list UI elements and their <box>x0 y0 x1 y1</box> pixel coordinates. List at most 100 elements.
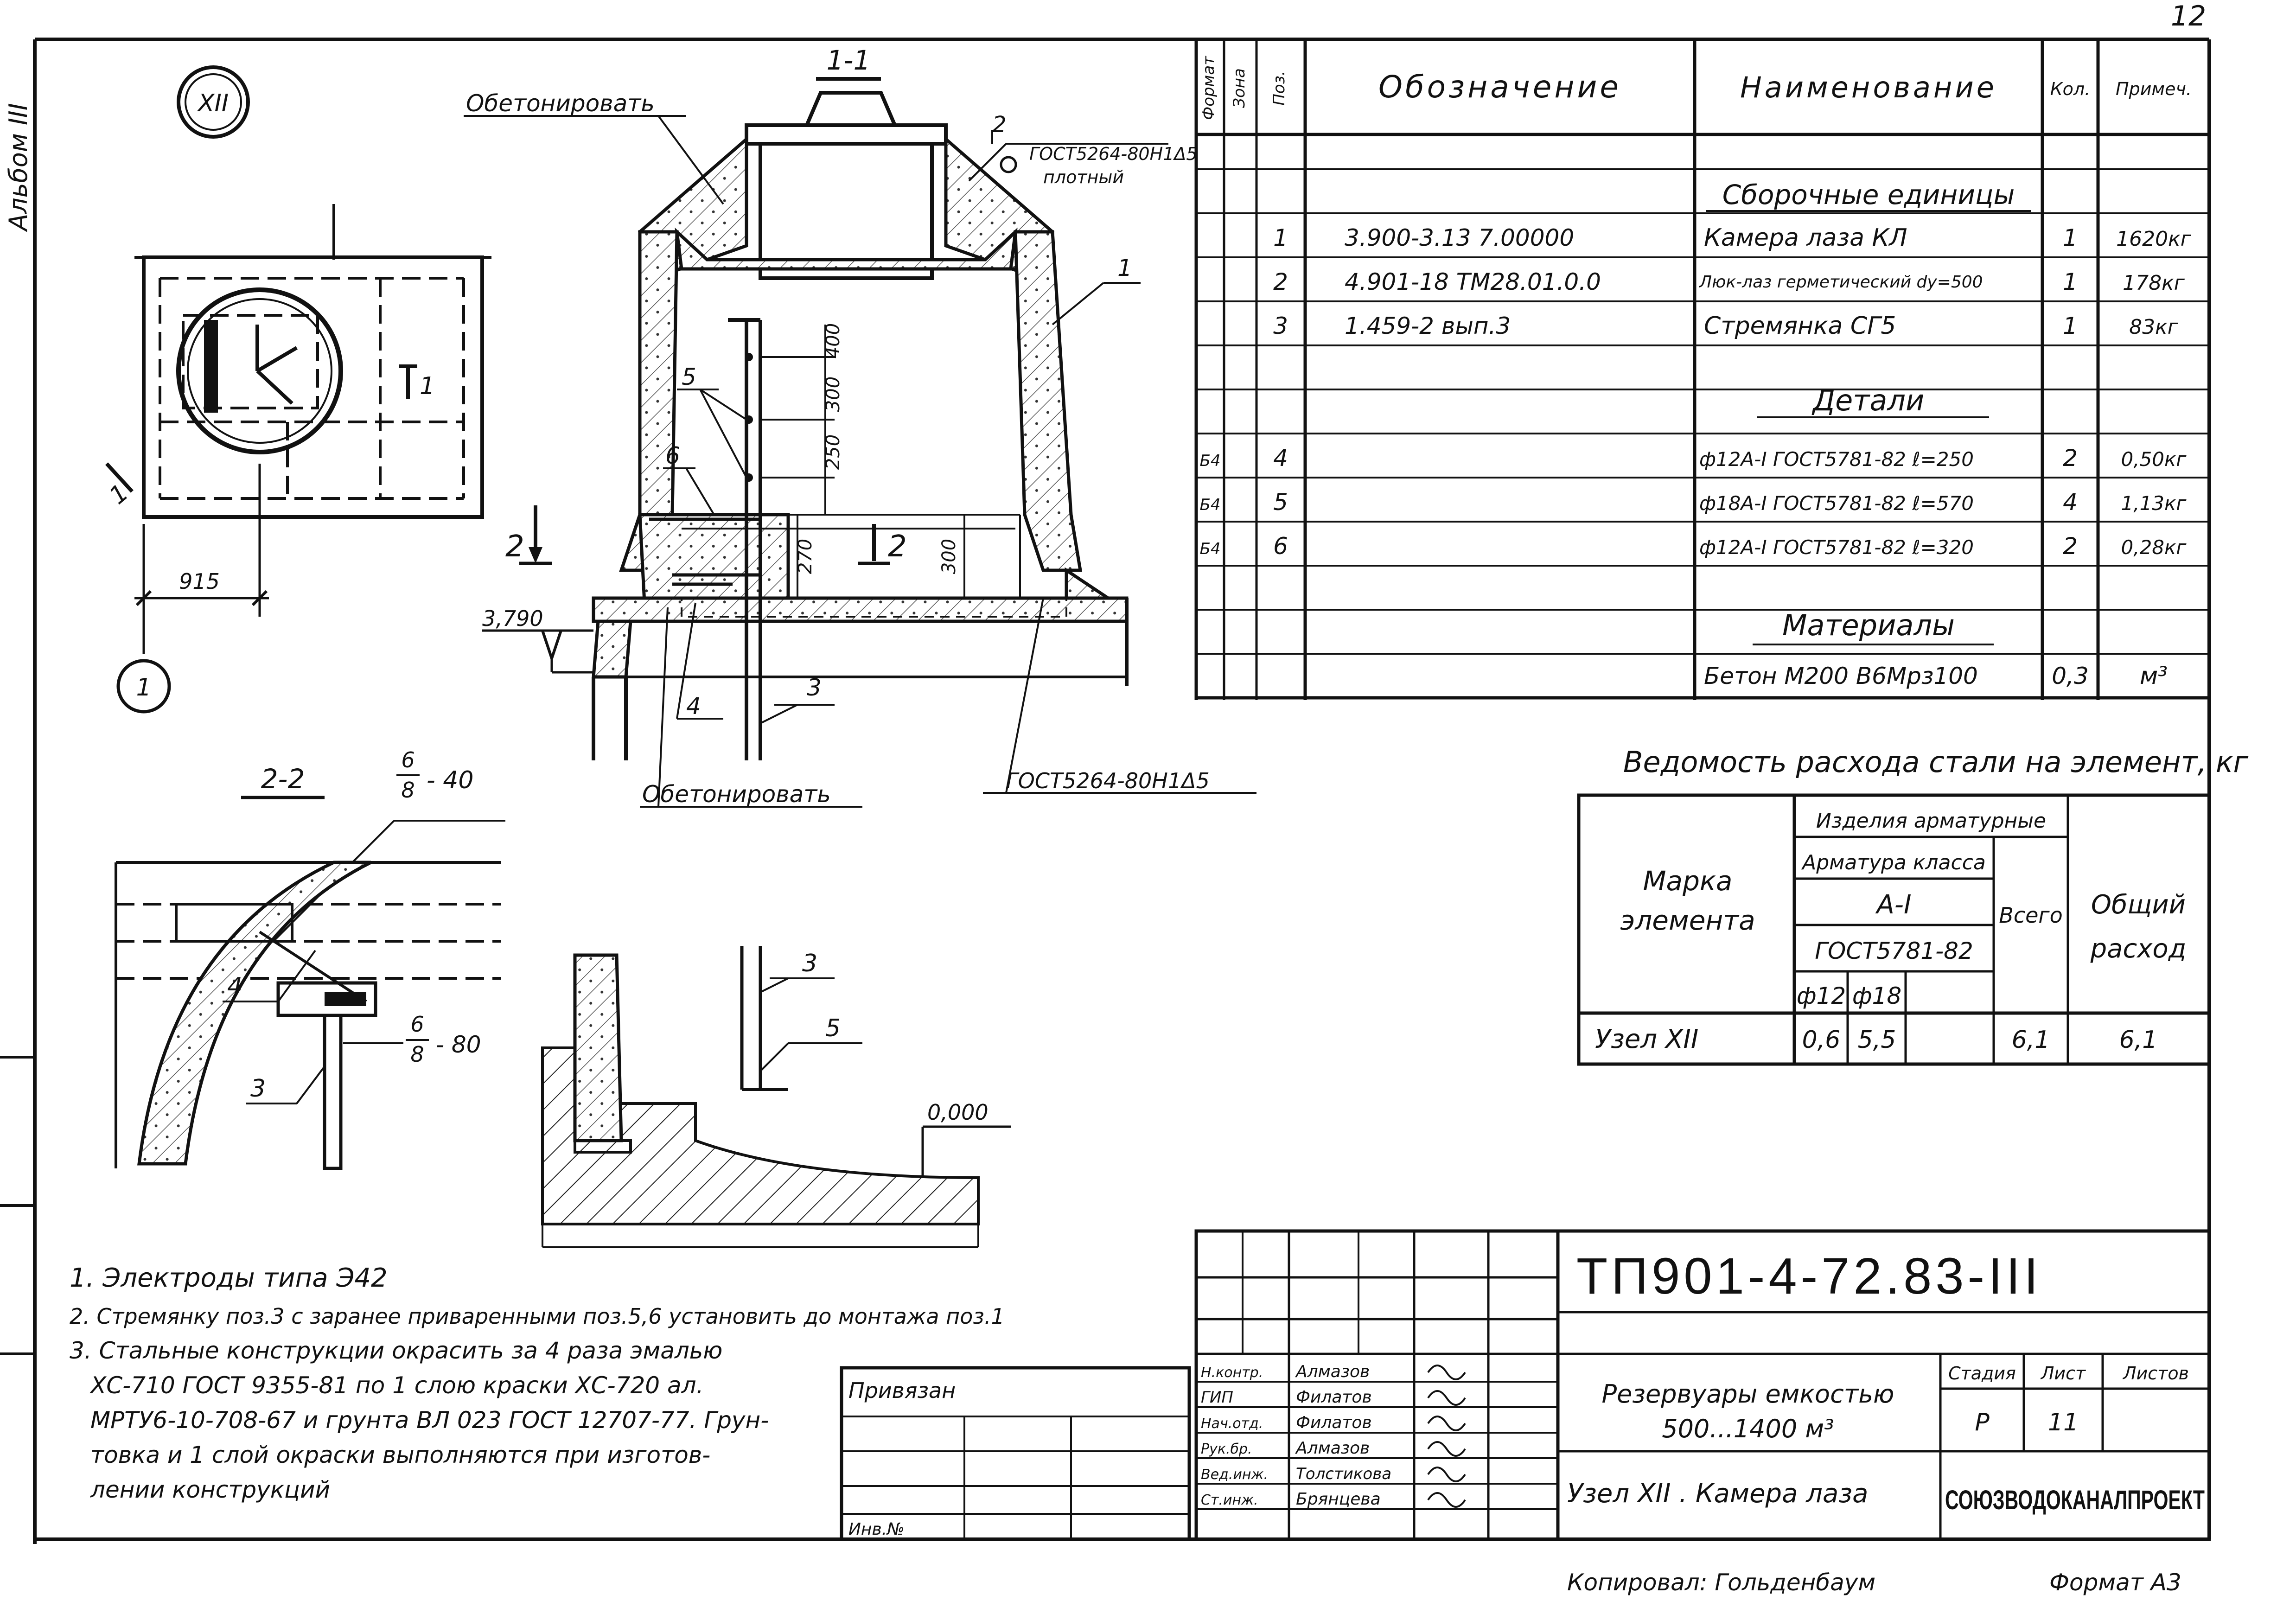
spec-note: м³ <box>2140 662 2168 690</box>
spec-row: Б4 4 ф12А-I ГОСТ5781-82 ℓ=250 2 0,50кг <box>1200 445 2187 472</box>
project-name-2: 500...1400 м³ <box>1662 1414 1834 1443</box>
spec-name: Стремянка СГ5 <box>1704 312 1896 340</box>
specification-table: Формат Зона Поз. Обозначение Наименовани… <box>1194 39 2209 700</box>
note-gost-bottom: ГОСТ5264-80Н1Δ5 <box>1006 768 1210 793</box>
spec-pos: 6 <box>1273 533 1288 560</box>
weld-top-num: 6 <box>401 747 415 772</box>
dim-400: 400 <box>823 323 844 358</box>
detail-view: 3 5 0,000 <box>541 946 1011 1248</box>
note-line: лении конструкций <box>90 1476 330 1503</box>
steel-row-d18: 5,5 <box>1858 1026 1896 1054</box>
dim-300-lower: 300 <box>938 539 960 574</box>
general-notes: 1. Электроды типа Э42 2. Стремянку поз.3… <box>70 1263 1005 1503</box>
steel-row-mark: Узел XII <box>1595 1024 1698 1054</box>
steel-col-mark-2: элемента <box>1620 905 1755 936</box>
plan-section-mark-label-2: 1 <box>104 479 134 510</box>
note-concrete-top: Обетонировать <box>466 90 655 117</box>
callout-1: 1 <box>1117 255 1132 281</box>
title-block: Привязан Инв.№ ТП901-4-72.83-III Н.контр… <box>840 1229 2211 1541</box>
section-details: Детали <box>1811 383 1925 417</box>
spec-pos: 5 <box>1273 489 1288 516</box>
section-1-1-title: 1-1 <box>827 45 871 76</box>
steel-col-gost: ГОСТ5781-82 <box>1815 938 1973 964</box>
role-label: Нач.отд. <box>1201 1416 1263 1432</box>
note-line: товка и 1 слой окраски выполняются при и… <box>90 1442 710 1468</box>
spec-note: 0,50кг <box>2121 448 2187 471</box>
spec-name: Камера лаза КЛ <box>1704 224 1907 252</box>
steel-row: Узел XII 0,6 5,5 6,1 6,1 <box>1595 1024 2157 1054</box>
detail-callout-3: 3 <box>802 950 817 977</box>
callout-2: 2 <box>992 112 1007 138</box>
role-name: Брянцева <box>1296 1490 1381 1509</box>
role-label: Вед.инж. <box>1201 1467 1268 1483</box>
spec-designation: 4.901-18 ТМ28.01.0.0 <box>1345 268 1601 295</box>
spec-qty: 4 <box>2063 489 2078 516</box>
spec-qty: 1 <box>2063 268 2078 295</box>
spec-note: 1620кг <box>2116 227 2192 251</box>
signature-row: Ст.инж. Брянцева <box>1201 1490 1381 1509</box>
stage-label: Стадия <box>1948 1363 2016 1384</box>
note-line: ХС-710 ГОСТ 9355-81 по 1 слою краски ХС-… <box>89 1372 704 1399</box>
role-name: Алмазов <box>1295 1362 1370 1381</box>
steel-col-total: Всего <box>1999 903 2062 928</box>
spec-header-zone: Зона <box>1230 68 1249 108</box>
section-2-2-callout-4: 4 <box>227 973 242 1001</box>
steel-row-overall: 6,1 <box>2119 1026 2158 1054</box>
node-badge-ring <box>177 65 250 139</box>
spec-pos: 3 <box>1273 313 1288 339</box>
section-2-2-title: 2-2 <box>261 763 305 795</box>
bound-label: Привязан <box>848 1378 956 1403</box>
spec-pos: 4 <box>1273 445 1288 472</box>
steel-col-d18: ф18 <box>1852 982 1901 1009</box>
role-name: Алмазов <box>1295 1439 1370 1458</box>
spec-designation: 3.900-3.13 7.00000 <box>1345 224 1574 251</box>
section-1-1: 1-1 <box>464 45 1256 808</box>
sheet-name: Узел XII . Камера лаза <box>1567 1479 1868 1509</box>
spec-row: Б4 6 ф12А-I ГОСТ5781-82 ℓ=320 2 0,28кг <box>1200 533 2187 560</box>
spec-note: 0,28кг <box>2121 536 2187 559</box>
weld-mid-den: 8 <box>410 1042 424 1067</box>
spec-name: ф12А-I ГОСТ5781-82 ℓ=250 <box>1699 448 1974 471</box>
steel-col-overall-1: Общий <box>2091 890 2186 920</box>
section-materials: Материалы <box>1782 608 1955 642</box>
sheet-label: Лист <box>2040 1363 2086 1384</box>
hatch-circle <box>176 287 343 454</box>
spec-header-format: Формат <box>1199 56 1218 120</box>
spec-qty: 1 <box>2063 313 2078 339</box>
section-mark-2-left: 2 <box>505 529 524 564</box>
spec-format: Б4 <box>1200 496 1221 514</box>
spec-note: 178кг <box>2123 271 2185 295</box>
spec-header-pos: Поз. <box>1270 70 1288 105</box>
spec-qty: 2 <box>2063 533 2078 560</box>
role-label: Ст.инж. <box>1201 1492 1258 1508</box>
steel-table-title: Ведомость расхода стали на элемент, кг <box>1623 745 2249 779</box>
spec-row: 1 3.900-3.13 7.00000 Камера лаза КЛ 1 16… <box>1273 224 2192 252</box>
signature-row: ГИП Филатов <box>1201 1388 1372 1407</box>
spec-pos: 1 <box>1273 224 1288 251</box>
steel-col-grade: А-I <box>1875 890 1911 920</box>
weld-top-den: 8 <box>401 778 415 803</box>
spec-header-qty: Кол. <box>2050 79 2091 99</box>
album-label: Альбом III <box>4 103 33 232</box>
plan-dimension-915: 915 <box>179 569 220 594</box>
copied-by: Копировал: Гольденбаум <box>1567 1569 1875 1596</box>
spec-pos: 2 <box>1273 268 1288 295</box>
spec-designation: 1.459-2 вып.3 <box>1345 313 1511 339</box>
role-label: Н.контр. <box>1201 1365 1263 1381</box>
signature-row: Вед.инж. Толстикова <box>1201 1465 1391 1483</box>
weld-mid-len: - 80 <box>436 1031 481 1058</box>
section-mark-2-right: 2 <box>888 529 907 564</box>
node-badge: XII <box>197 89 229 117</box>
format-label: Формат А3 <box>2049 1569 2181 1596</box>
inv-label: Инв.№ <box>848 1520 905 1539</box>
steel-col-class: Арматура класса <box>1801 851 1986 874</box>
spec-header-note: Примеч. <box>2116 79 2192 99</box>
callout-4: 4 <box>686 693 701 720</box>
role-name: Филатов <box>1296 1413 1372 1432</box>
section-2-2: 2-2 6 8 - 40 6 8 - 80 4 3 <box>115 747 505 1170</box>
steel-col-d12: ф12 <box>1797 982 1846 1009</box>
steel-col-overall-2: расход <box>2090 934 2187 964</box>
spec-name: Бетон М200 В6Мрз100 <box>1704 663 1978 689</box>
page-number: 12 <box>2171 0 2206 32</box>
